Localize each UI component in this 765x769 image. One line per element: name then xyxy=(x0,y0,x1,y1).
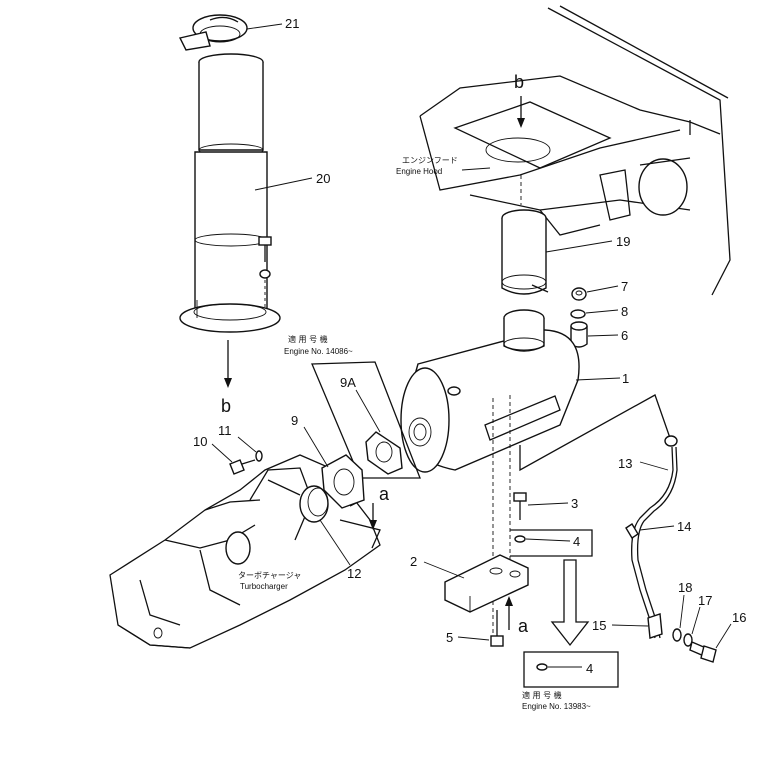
marker-b-bottom: b xyxy=(221,396,231,416)
callout-3: 3 xyxy=(571,496,578,511)
caption-applic1-jp: 適 用 号 機 xyxy=(288,334,328,344)
adapter-part xyxy=(501,209,549,295)
clamp-15-part xyxy=(647,613,663,639)
washer-part xyxy=(570,309,586,319)
callout-5: 5 xyxy=(446,630,453,645)
caption-applic2-en: Engine No. 13983~ xyxy=(522,702,591,711)
callout-17: 17 xyxy=(698,593,712,608)
callout-9A: 9A xyxy=(340,375,356,390)
gasket-9-part xyxy=(321,454,365,509)
pipe-bolt-part xyxy=(258,236,272,310)
callout-14: 14 xyxy=(677,519,691,534)
leader-20 xyxy=(254,177,313,191)
washer-4-box xyxy=(510,529,593,557)
applicability-box-2 xyxy=(523,651,619,688)
callout-7: 7 xyxy=(621,279,628,294)
callout-18: 18 xyxy=(678,580,692,595)
callout-9: 9 xyxy=(291,413,298,428)
washer-11-part xyxy=(255,450,263,462)
applicability-arrow xyxy=(550,559,590,647)
bolt-10-part xyxy=(229,459,256,475)
washer-18-part xyxy=(672,628,682,642)
exhaust-pipe-part xyxy=(179,53,281,333)
callout-8: 8 xyxy=(621,304,628,319)
bolt-3-part xyxy=(513,492,527,520)
caption-turbo-jp: ターボチャージャ xyxy=(238,571,301,580)
caption-engine-hood-en: Engine Hood xyxy=(396,167,442,176)
leader-21 xyxy=(246,23,283,30)
bolt-5-part xyxy=(490,610,504,647)
callout-10: 10 xyxy=(193,434,207,449)
clamp-14-part xyxy=(625,523,639,539)
callout-2: 2 xyxy=(410,554,417,569)
marker-a-lower: a xyxy=(518,616,529,636)
callout-1: 1 xyxy=(622,371,629,386)
applicability-box-1 xyxy=(311,361,421,479)
drain-pipe-part xyxy=(631,435,678,639)
callout-21: 21 xyxy=(285,16,299,31)
callout-19: 19 xyxy=(616,234,630,249)
callout-13: 13 xyxy=(618,456,632,471)
turbocharger-part xyxy=(109,454,381,649)
caption-turbo-en: Turbocharger xyxy=(240,582,288,591)
washer-17-part xyxy=(683,633,693,647)
bracket-part xyxy=(444,554,529,613)
caption-engine-hood-jp: エンジンフード xyxy=(402,156,458,165)
callout-11: 11 xyxy=(218,423,232,438)
callout-12: 12 xyxy=(347,566,361,581)
callout-6: 6 xyxy=(621,328,628,343)
caption-applic1-en: Engine No. 14086~ xyxy=(284,347,353,356)
rain-cap-part xyxy=(178,14,248,51)
marker-b-top: b xyxy=(514,72,524,92)
muffler-part xyxy=(400,309,580,473)
bolt-16-part xyxy=(689,641,717,663)
clamp-ring-part xyxy=(299,485,329,523)
nut-part xyxy=(571,287,587,301)
callout-4-upper: 4 xyxy=(573,534,580,549)
spacer-part xyxy=(570,321,588,348)
callout-16: 16 xyxy=(732,610,746,625)
caption-applic2-jp: 適 用 号 機 xyxy=(522,690,562,700)
marker-a-right: a xyxy=(379,484,390,504)
callout-20: 20 xyxy=(316,171,330,186)
engine-hood-part xyxy=(419,5,731,296)
callout-15: 15 xyxy=(592,618,606,633)
callout-4-lower: 4 xyxy=(586,661,593,676)
